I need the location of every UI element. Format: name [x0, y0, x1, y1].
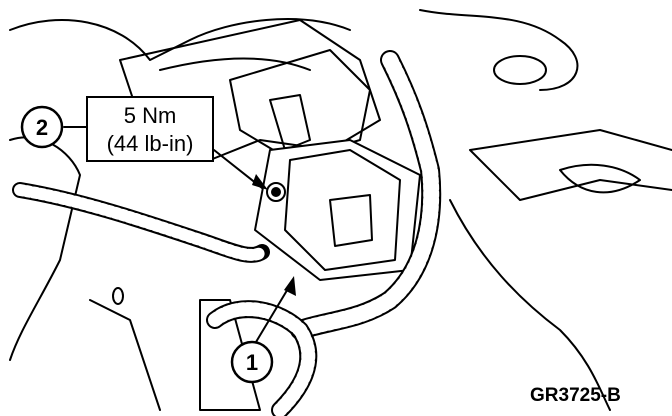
callout-1: 1 — [230, 340, 274, 384]
arrow-bolt — [252, 174, 268, 190]
mounting-bolt-center — [271, 187, 281, 197]
callout-1-number: 1 — [246, 350, 258, 375]
right-bracket — [469, 129, 672, 201]
harness-left-inner — [14, 184, 268, 261]
figure-id: GR3725-B — [530, 385, 621, 406]
callout-2-number: 2 — [36, 115, 48, 140]
wire-drop — [449, 199, 611, 411]
leader-1 — [255, 281, 293, 343]
arrow-connector — [284, 276, 296, 296]
upper-right-hose — [419, 9, 579, 91]
mount-hole — [112, 287, 124, 305]
lower-edge — [89, 299, 161, 411]
torque-imperial: (44 lb-in) — [106, 131, 194, 156]
grommet — [493, 55, 547, 85]
harness-lower-inner — [208, 302, 316, 416]
torque-spec-box: 5 Nm (44 lb-in) — [86, 96, 214, 162]
callout-2: 2 — [20, 105, 64, 149]
upper-connector-tab — [269, 94, 311, 151]
housing-ridge — [159, 57, 311, 71]
lower-bracket — [199, 299, 261, 411]
housing-outline-top — [9, 18, 351, 61]
housing-outline-left — [9, 136, 81, 361]
main-connector-face — [284, 149, 401, 271]
torque-metric: 5 Nm — [123, 103, 177, 128]
harness-right-inner — [292, 52, 440, 338]
main-connector-latch — [329, 194, 373, 247]
right-slot — [559, 163, 641, 194]
upper-connector — [229, 49, 371, 161]
